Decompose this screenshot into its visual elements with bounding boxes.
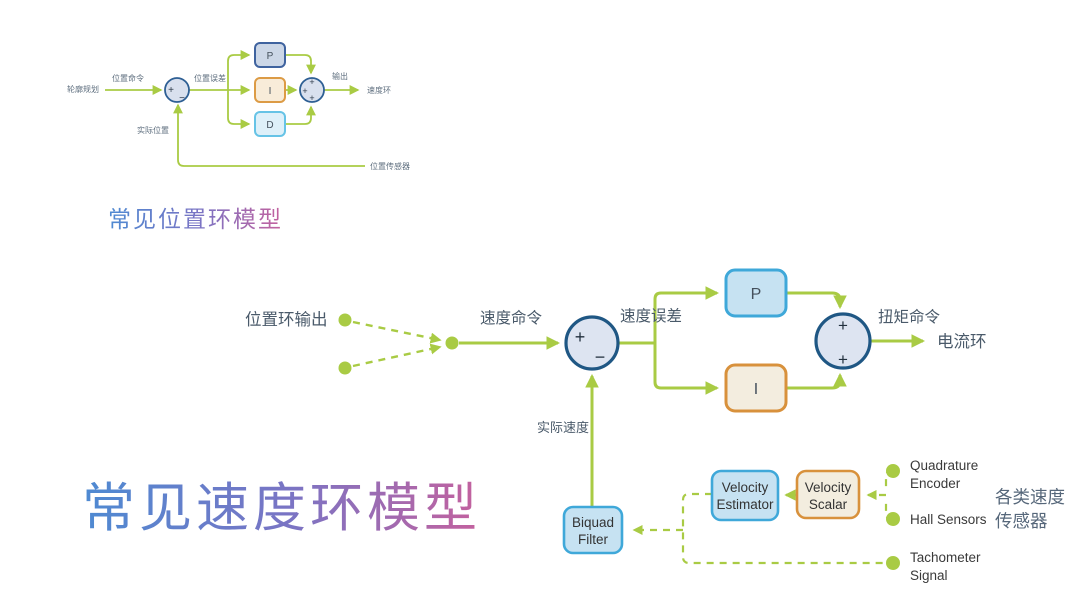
position-d-label: D bbox=[266, 120, 273, 131]
position-loop-labels: 轮廓规划 位置命令 位置误差 实际位置 输出 速度环 位置传感器 bbox=[67, 71, 410, 171]
velocity-loop-wires bbox=[459, 286, 926, 506]
tachometer-label-line2: Signal bbox=[910, 568, 948, 583]
position-loop-title: 常见位置环模型 bbox=[108, 200, 283, 234]
velocity-command-label: 速度命令 bbox=[480, 309, 543, 327]
position-p-label: P bbox=[267, 51, 274, 62]
position-loop-wires bbox=[105, 50, 365, 167]
sensor-labels: Quadrature Encoder Hall Sensors Tachomet… bbox=[910, 458, 987, 583]
velocity-sum-plus: + bbox=[575, 327, 586, 347]
hall-sensors-label: Hall Sensors bbox=[910, 512, 987, 527]
position-output-label: 输出 bbox=[332, 71, 348, 81]
velocity-error-label: 速度误差 bbox=[620, 307, 682, 325]
position-out-plus-top: + bbox=[309, 77, 314, 87]
position-feedback-label: 实际位置 bbox=[137, 125, 169, 135]
position-output-junction: + + + bbox=[299, 77, 325, 103]
torque-command-label: 扭矩命令 bbox=[878, 308, 941, 326]
position-i-block: I bbox=[254, 77, 286, 103]
velocity-p-block: P bbox=[724, 268, 788, 318]
velocity-sum-junction: + − bbox=[564, 315, 620, 371]
estimator-label-line1: Velocity bbox=[722, 480, 769, 495]
velocity-loop-title: 常见速度环模型 bbox=[82, 466, 481, 542]
position-command-label: 位置命令 bbox=[112, 73, 144, 83]
scalar-label-line2: Scalar bbox=[809, 497, 848, 512]
position-sum-minus: − bbox=[179, 93, 185, 104]
velocity-out-plus-bottom: + bbox=[838, 350, 848, 369]
velocity-i-label: I bbox=[754, 381, 758, 398]
position-p-block: P bbox=[254, 42, 286, 68]
current-loop-label: 电流环 bbox=[937, 332, 987, 351]
tachometer-dot bbox=[886, 556, 900, 570]
quadrature-dot bbox=[886, 464, 900, 478]
input-dot-bottom bbox=[338, 361, 352, 375]
velocity-out-plus-top: + bbox=[838, 316, 848, 335]
velocity-scalar-block: Velocity Scalar bbox=[795, 469, 861, 520]
scalar-label-line1: Velocity bbox=[805, 480, 852, 495]
position-sum-plus: + bbox=[168, 85, 174, 96]
velocity-input-label: 位置环输出 bbox=[245, 310, 328, 329]
tachometer-label-line1: Tachometer bbox=[910, 550, 981, 565]
velocity-sum-minus: − bbox=[595, 347, 606, 367]
estimator-label-line2: Estimator bbox=[716, 497, 774, 512]
position-d-block: D bbox=[254, 111, 286, 137]
position-next-stage-label: 速度环 bbox=[367, 85, 391, 95]
sensor-group-line2: 传感器 bbox=[995, 511, 1048, 531]
velocity-loop-labels: 位置环输出 速度命令 速度误差 实际速度 扭矩命令 电流环 bbox=[245, 307, 987, 435]
position-loop-diagram: + − P I D + + + bbox=[67, 42, 410, 171]
velocity-feedback-label: 实际速度 bbox=[537, 420, 589, 435]
quadrature-label-line1: Quadrature bbox=[910, 458, 978, 473]
velocity-output-junction: + + bbox=[814, 312, 872, 370]
sensor-group-line1: 各类速度 bbox=[995, 487, 1065, 507]
quadrature-label-line2: Encoder bbox=[910, 476, 961, 491]
velocity-p-label: P bbox=[751, 286, 762, 303]
biquad-label-line1: Biquad bbox=[572, 515, 614, 530]
biquad-label-line2: Filter bbox=[578, 532, 609, 547]
position-out-plus-mid: + bbox=[302, 86, 307, 96]
position-source-label: 轮廓规划 bbox=[67, 84, 99, 94]
biquad-filter-block: Biquad Filter bbox=[562, 505, 624, 555]
velocity-input-dots bbox=[338, 313, 459, 375]
position-error-label: 位置误差 bbox=[194, 73, 226, 83]
velocity-input-dashed-wires bbox=[352, 320, 442, 368]
velocity-loop-diagram: + − P I + + Biquad Filter bbox=[245, 268, 1065, 583]
sensor-dots bbox=[886, 464, 900, 570]
velocity-estimator-block: Velocity Estimator bbox=[710, 469, 780, 522]
position-i-label: I bbox=[269, 86, 272, 97]
velocity-i-block: I bbox=[724, 363, 788, 413]
position-sum-junction: + − bbox=[164, 77, 190, 104]
position-sensor-label: 位置传感器 bbox=[370, 161, 410, 171]
input-dot-top bbox=[338, 313, 352, 327]
hall-dot bbox=[886, 512, 900, 526]
input-merge-dot bbox=[445, 336, 459, 350]
position-out-plus-bottom: + bbox=[309, 93, 314, 103]
sensor-group-label: 各类速度 传感器 bbox=[995, 487, 1065, 531]
